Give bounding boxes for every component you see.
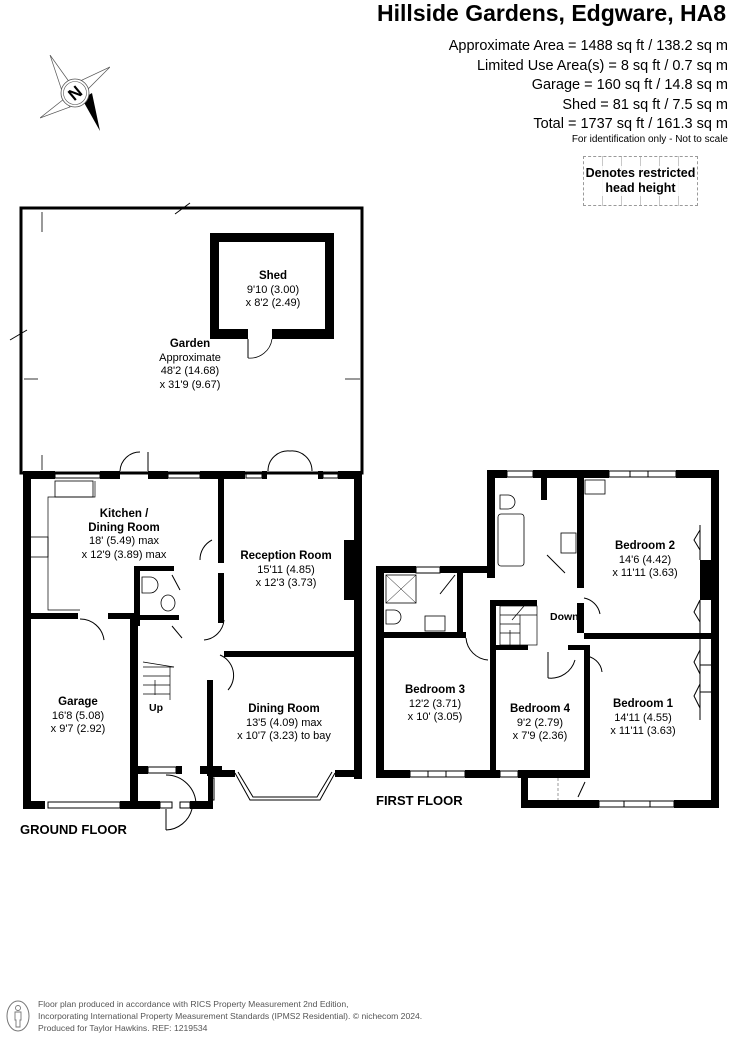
room-dim: x 12'3 (3.73) — [255, 577, 317, 589]
room-dim: x 8'2 (2.49) — [245, 297, 301, 309]
area-approximate: Approximate Area = 1488 sq ft / 138.2 sq… — [448, 38, 728, 54]
room-dim: x 11'11 (3.63) — [612, 567, 678, 579]
restricted-head-height-legend: Denotes restricted head height — [583, 156, 698, 206]
room-dim: 18' (5.49) max — [89, 535, 159, 547]
room-dim: 13'5 (4.09) max — [245, 716, 323, 729]
room-name: Kitchen / — [99, 508, 149, 520]
room-name: Dining Room — [248, 703, 320, 715]
ground-floor-label: GROUND FLOOR — [20, 822, 127, 837]
room-dim: Approximate — [159, 351, 221, 364]
boundary-break-mark — [174, 202, 191, 215]
garden-boundary — [19, 206, 364, 475]
room-dim: 15'11 (4.85) — [257, 563, 315, 576]
room-name: Reception Room — [240, 550, 332, 562]
footer-credits: Floor plan produced in accordance with R… — [38, 998, 422, 1034]
room-dim: 9'10 (3.00) — [246, 283, 300, 296]
north-compass-icon: N — [40, 55, 110, 131]
room-reception: Reception Room 15'11 (4.85) x 12'3 (3.73… — [240, 550, 331, 591]
property-title: Hillside Gardens, Edgware, HA8 — [377, 0, 726, 26]
area-shed: Shed = 81 sq ft / 7.5 sq m — [562, 96, 728, 113]
room-dim: 14'11 (4.55) — [614, 711, 672, 724]
room-kitchen-dining: Kitchen / Dining Room 18' (5.49) max x 1… — [82, 508, 167, 562]
stairs-up-label: Up — [149, 702, 163, 714]
room-dining: Dining Room 13'5 (4.09) max x 10'7 (3.23… — [237, 703, 331, 744]
room-dim: 16'8 (5.08) — [51, 709, 105, 722]
area-total: Total = 1737 sq ft / 161.3 sq m — [533, 116, 728, 132]
room-dim: x 10' (3.05) — [407, 711, 463, 723]
ground-floor-walls — [23, 471, 362, 809]
room-name: Garage — [58, 696, 98, 708]
room-name: Bedroom 3 — [404, 684, 466, 696]
room-name: Bedroom 2 — [614, 540, 676, 552]
room-dim: 14'6 (4.42) — [618, 553, 672, 566]
room-name: Bedroom 1 — [612, 698, 674, 710]
person-info-icon — [6, 1000, 30, 1032]
room-garage: Garage 16'8 (5.08) x 9'7 (2.92) — [51, 696, 106, 737]
first-floor-label: FIRST FLOOR — [376, 793, 463, 808]
area-summary: Approximate Area = 1488 sq ft / 138.2 sq… — [449, 37, 728, 135]
room-name: Shed — [258, 270, 288, 282]
room-bedroom-1: Bedroom 1 14'11 (4.55) x 11'11 (3.63) — [610, 698, 675, 739]
room-dim: x 9'7 (2.92) — [50, 723, 106, 735]
room-dim: 48'2 (14.68) — [160, 365, 220, 377]
room-dim: x 11'11 (3.63) — [610, 725, 676, 737]
room-bedroom-4: Bedroom 4 9'2 (2.79) x 7'9 (2.36) — [510, 703, 570, 744]
stairs-down-label: Down — [550, 611, 579, 623]
area-limited-use: Limited Use Area(s) = 8 sq ft / 0.7 sq m — [476, 57, 728, 74]
room-bedroom-3: Bedroom 3 12'2 (3.71) x 10' (3.05) — [405, 684, 465, 725]
shed-walls — [210, 233, 334, 359]
room-name: Garden — [169, 338, 211, 350]
room-garden: Garden Approximate 48'2 (14.68) x 31'9 (… — [159, 338, 221, 392]
footer-line: Produced for Taylor Hawkins. REF: 121953… — [38, 1023, 208, 1033]
room-name: Bedroom 4 — [509, 703, 571, 715]
room-name: Dining Room — [88, 521, 160, 534]
room-dim: x 12'9 (3.89) max — [81, 548, 167, 561]
area-garage: Garage = 160 sq ft / 14.8 sq m — [531, 77, 728, 93]
room-dim: 12'2 (3.71) — [408, 697, 462, 710]
footer-line: Floor plan produced in accordance with R… — [38, 999, 349, 1009]
disclaimer: For identification only - Not to scale — [571, 134, 728, 145]
room-dim: 9'2 (2.79) — [516, 716, 564, 729]
first-floor-walls — [376, 470, 719, 808]
footer-line: Incorporating International Property Mea… — [38, 1011, 423, 1021]
room-shed: Shed 9'10 (3.00) x 8'2 (2.49) — [246, 270, 301, 311]
restricted-head-height-text: Denotes restricted head height — [584, 166, 697, 196]
room-dim: x 31'9 (9.67) — [159, 378, 221, 391]
room-bedroom-2: Bedroom 2 14'6 (4.42) x 11'11 (3.63) — [612, 540, 677, 581]
room-dim: x 10'7 (3.23) to bay — [237, 730, 331, 742]
room-dim: x 7'9 (2.36) — [512, 730, 568, 742]
